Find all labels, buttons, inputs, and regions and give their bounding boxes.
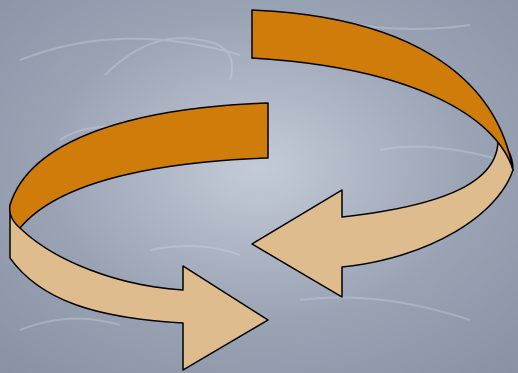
cycle-diagram bbox=[0, 0, 518, 373]
slide-canvas bbox=[0, 0, 518, 373]
